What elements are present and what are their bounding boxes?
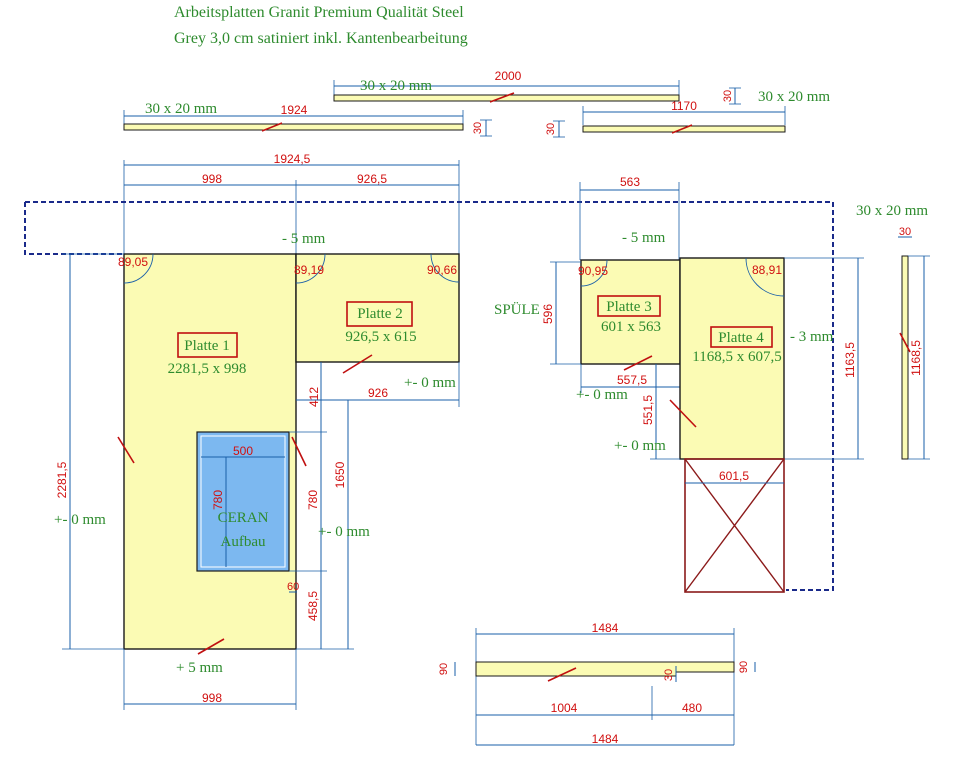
- dim-label-9265: 926,5: [357, 172, 387, 186]
- platte-4-size: 1168,5 x 607,5: [692, 349, 781, 365]
- platte-3: 90,95 Platte 3 601 x 563: [578, 259, 681, 371]
- strip-bottom-notch-height: 30: [663, 669, 675, 681]
- platte-2-label-box: [346, 301, 413, 327]
- platte-4: 88,91 Platte 4 1168,5 x 607,5: [669, 257, 785, 460]
- dim-label-1650: 1650: [333, 461, 347, 488]
- platte-3-bottom-tolerance: +- 0 mm: [576, 387, 628, 403]
- strip-vertical-bar: [901, 255, 909, 460]
- platte-1-label: Platte 1: [184, 338, 229, 354]
- ceran-cutout-rect: [196, 431, 290, 572]
- right-wall-offset: - 5 mm: [622, 230, 666, 246]
- strip-right: 1170 30: [545, 99, 786, 138]
- dim-label-1170: 1170: [671, 99, 697, 113]
- sink-label: SPÜLE: [494, 301, 540, 318]
- strip-right-height: 30: [545, 123, 557, 135]
- dim-label-500: 500: [233, 444, 253, 458]
- strip-top: 2000 30 x 20 mm 30: [333, 69, 741, 105]
- strip-right-spec: 30 x 20 mm: [758, 89, 830, 105]
- dim-label-5515: 551,5: [641, 395, 655, 425]
- dim-label-60: 60: [287, 581, 299, 593]
- wall-outline: [24, 201, 834, 591]
- strip-top-height: 30: [722, 90, 734, 102]
- dim-label-4585: 458,5: [306, 591, 320, 621]
- appliance-box: 601,5: [684, 458, 785, 593]
- bottom-tolerance: + 5 mm: [176, 660, 223, 676]
- platte-4-left-tolerance: +- 0 mm: [614, 438, 666, 454]
- strip-left: 30 x 20 mm 1924 30: [123, 101, 492, 137]
- platte-2-angle-right: 90,66: [427, 263, 457, 277]
- dim-label-926: 926: [368, 386, 388, 400]
- right-tolerance-cutout: +- 0 mm: [318, 524, 370, 540]
- strip-bottom: 1484 90 90 30 1004 480 1484: [438, 621, 756, 746]
- platte-2-angle-left: 89,19: [294, 263, 324, 277]
- appliance-box-rect: [684, 458, 785, 593]
- dim-label-11685: 1168,5: [909, 340, 923, 376]
- strip-left-height: 30: [472, 122, 484, 134]
- dim-label-780-inner: 780: [211, 490, 225, 510]
- platte-2: 89,19 90,66 Platte 2 926,5 x 615: [294, 253, 460, 374]
- dim-label-412: 412: [307, 387, 321, 407]
- platte-4-right-tolerance: - 3 mm: [790, 329, 834, 345]
- dim-label-1924: 1924: [281, 103, 308, 117]
- strip-top-spec: 30 x 20 mm: [360, 78, 432, 94]
- dim-label-5575: 557,5: [617, 373, 647, 387]
- left-tolerance: +- 0 mm: [54, 512, 106, 528]
- platte-4-label-box: [710, 326, 773, 348]
- platte-3-angle: 90,95: [578, 264, 608, 278]
- strip-bottom-left-height: 90: [438, 663, 450, 675]
- platte-4-label: Platte 4: [718, 330, 764, 346]
- left-group-dimensions: 1924,5 998 926,5: [123, 152, 460, 255]
- strip-bottom-bar: [475, 661, 735, 677]
- platte-1-size: 2281,5 x 998: [168, 361, 247, 377]
- dim-label-1484-bottom: 1484: [592, 732, 619, 746]
- dim-label-11635: 1163,5: [843, 342, 857, 378]
- dim-label-563: 563: [620, 175, 640, 189]
- dim-label-2000: 2000: [495, 69, 522, 83]
- dim-label-6015: 601,5: [719, 469, 749, 483]
- strip-left-spec: 30 x 20 mm: [145, 101, 217, 117]
- dim-label-596: 596: [541, 304, 555, 324]
- platte-1-label-box: [177, 332, 238, 358]
- dim-label-998-bottom: 998: [202, 691, 222, 705]
- strip-vertical-width: 30: [899, 226, 911, 238]
- strip-bottom-right-height: 90: [738, 661, 750, 673]
- platte-2-size: 926,5 x 615: [345, 329, 416, 345]
- ceran-cutout: 500 780 CERAN Aufbau: [196, 431, 307, 572]
- platte-2-slab: [295, 253, 460, 363]
- dim-label-480: 480: [682, 701, 702, 715]
- left-wall-offset: - 5 mm: [282, 231, 326, 247]
- ceran-label-2: Aufbau: [221, 534, 266, 550]
- header-line-2: Grey 3,0 cm satiniert inkl. Kantenbearbe…: [174, 30, 468, 47]
- platte-3-label: Platte 3: [606, 299, 651, 315]
- strip-vertical-spec: 30 x 20 mm: [856, 203, 928, 219]
- dim-label-1004: 1004: [551, 701, 578, 715]
- strip-vertical: 30 x 20 mm 30 1168,5: [856, 203, 930, 460]
- dim-label-998-top: 998: [202, 172, 222, 186]
- platte-3-size: 601 x 563: [601, 319, 661, 335]
- dim-label-780: 780: [306, 490, 320, 510]
- platte-4-angle: 88,91: [752, 263, 782, 277]
- platte-2-label: Platte 2: [357, 306, 402, 322]
- platte-1-angle: 89,05: [118, 255, 148, 269]
- ceran-label-1: CERAN: [218, 510, 269, 526]
- platte-3-label-box: [597, 295, 661, 317]
- dim-label-19245: 1924,5: [274, 152, 311, 166]
- dim-label-22815: 2281,5: [55, 461, 69, 498]
- header-line-1: Arbeitsplatten Granit Premium Qualität S…: [174, 4, 464, 21]
- dim-label-1484-top: 1484: [592, 621, 619, 635]
- strip-left-bar: [123, 123, 464, 131]
- platte-2-bottom-tolerance: +- 0 mm: [404, 375, 456, 391]
